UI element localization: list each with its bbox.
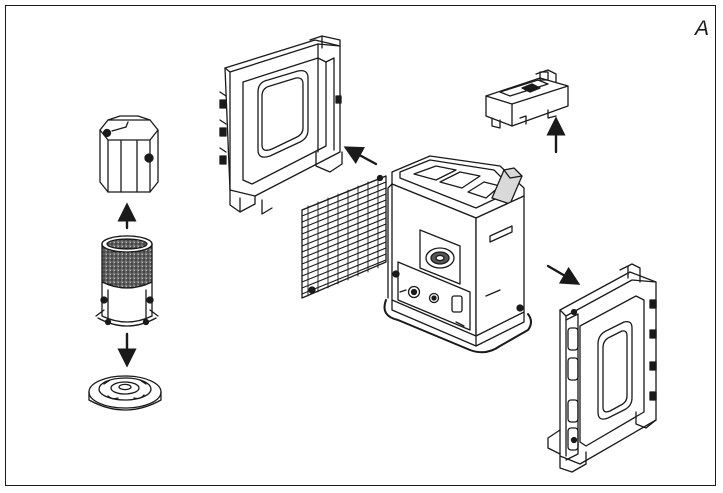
top-cover (485, 69, 569, 129)
arrow-up-left-icon (343, 146, 378, 166)
burner-mesh-cylinder (95, 235, 159, 327)
right-side-panel (547, 263, 657, 473)
left-side-panel (219, 35, 343, 215)
panel-label: A (694, 17, 709, 40)
arrow-down-right-icon (546, 264, 581, 285)
burner-shield (99, 115, 159, 193)
burner-base-plate (88, 375, 162, 411)
front-grille (301, 174, 387, 299)
figure-frame (5, 5, 716, 486)
heater-body (383, 155, 532, 354)
